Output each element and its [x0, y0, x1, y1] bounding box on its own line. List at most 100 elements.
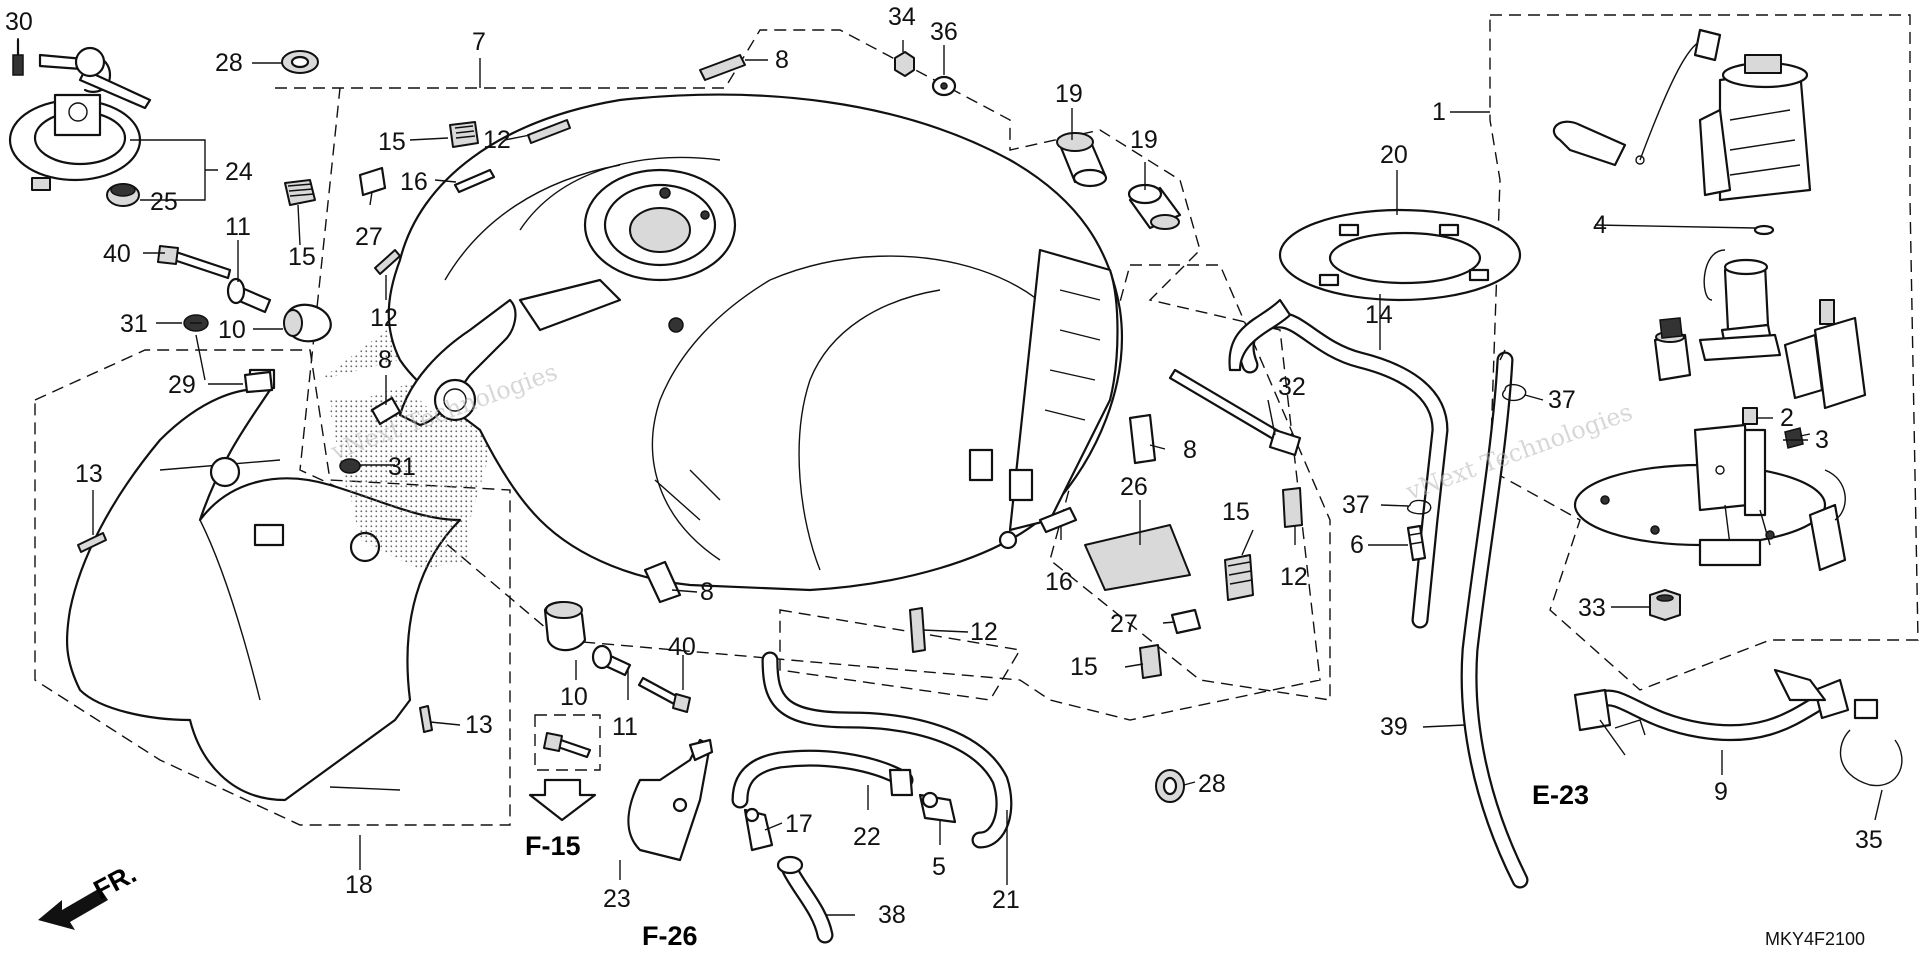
arrow-f15: [528, 778, 597, 822]
screw-31b: [339, 458, 361, 474]
key: [38, 46, 106, 78]
pad-13b: [419, 705, 433, 733]
seal-2: [1742, 407, 1758, 425]
group-outline-18: [34, 349, 511, 826]
nut-33: [1649, 589, 1681, 621]
clip-37b: [1407, 499, 1432, 515]
callout-11: 11: [612, 713, 638, 741]
screw-31a: [183, 314, 209, 332]
fitting-17: [743, 807, 774, 852]
drain-hose-39: [1460, 349, 1529, 889]
collar-11b: [591, 644, 632, 677]
callout-17: 17: [785, 810, 813, 838]
pad-29: [243, 370, 274, 394]
callout-31: 31: [388, 453, 416, 481]
pad-12c: [1282, 487, 1303, 528]
hose-22: [731, 749, 914, 809]
reference-f15: F-15: [525, 831, 581, 861]
pad-12d: [909, 607, 926, 653]
pad-15a: [449, 121, 479, 148]
bolt-f15: [543, 732, 592, 759]
callout-10: 10: [218, 316, 246, 344]
callout-32: 32: [1278, 373, 1306, 401]
group-outline-f15: [534, 714, 601, 771]
callout-19: 19: [1130, 126, 1158, 154]
group-outline-1: [1489, 14, 1919, 691]
pressure-regulator: [1653, 317, 1692, 382]
callout-33: 33: [1578, 594, 1606, 622]
reference-e23: E-23: [1532, 780, 1589, 810]
callout-3: 3: [1815, 426, 1829, 454]
callout-23: 23: [603, 885, 631, 913]
pad-15d: [1139, 644, 1162, 679]
fitting-6: [1406, 524, 1427, 562]
callout-15: 15: [288, 243, 316, 271]
callout-5: 5: [932, 853, 946, 881]
breather-hose-14: [1228, 298, 1449, 629]
callout-29: 29: [168, 371, 196, 399]
callout-30: 30: [5, 8, 33, 36]
fuel-filter: [1783, 299, 1867, 410]
callout-4: 4: [1593, 211, 1607, 239]
pad-13a: [77, 532, 107, 553]
collar-11a: [226, 277, 272, 314]
pad-8d: [643, 560, 682, 604]
pad-12b: [374, 249, 401, 275]
callout-6: 6: [1350, 531, 1364, 559]
grommet-28a: [281, 50, 319, 74]
cover-detail-dots: [330, 400, 470, 570]
group-outline-7: [275, 29, 1321, 721]
pad-12a: [527, 119, 571, 144]
gasket-20: [1278, 208, 1522, 302]
bracket-23: [627, 738, 714, 862]
callout-35: 35: [1855, 826, 1883, 854]
leader-lines: [17, 38, 1883, 916]
callout-15: 15: [378, 128, 406, 156]
pump-motor: [1698, 249, 1782, 362]
callout-7: 7: [472, 28, 486, 56]
callout-12: 12: [483, 126, 511, 154]
callout-19: 19: [1055, 80, 1083, 108]
pad-27b: [1170, 608, 1202, 635]
fuel-feed-hose-9: [1573, 668, 1850, 742]
bolt-32: [1168, 368, 1302, 457]
callout-20: 20: [1380, 141, 1408, 169]
callout-36: 36: [930, 18, 958, 46]
callout-13: 13: [75, 460, 103, 488]
pad-27a: [358, 166, 387, 197]
callout-38: 38: [878, 901, 906, 929]
callout-28: 28: [215, 49, 243, 77]
callout-14: 14: [1365, 301, 1393, 329]
pad-8a: [699, 54, 746, 81]
fuel-tank: [320, 93, 1123, 592]
callout-40: 40: [103, 240, 131, 268]
pad-8c: [1128, 413, 1157, 465]
callout-21: 21: [992, 886, 1020, 914]
callout-22: 22: [853, 823, 881, 851]
callout-18: 18: [345, 871, 373, 899]
callout-1: 1: [1432, 98, 1446, 126]
callout-40: 40: [668, 633, 696, 661]
callout-12: 12: [1280, 563, 1308, 591]
reference-f26: F-26: [642, 921, 698, 951]
bolt-40b: [637, 676, 691, 713]
callout-16: 16: [400, 168, 428, 196]
callout-28: 28: [1198, 770, 1226, 798]
front-direction-arrow: FR.: [38, 858, 141, 930]
callout-8: 8: [775, 46, 789, 74]
pad-16b: [1038, 506, 1078, 534]
callout-8: 8: [378, 346, 392, 374]
callout-8: 8: [700, 578, 714, 606]
rubber-cap-25: [106, 183, 140, 207]
callout-25: 25: [150, 188, 178, 216]
bolt-40a: [157, 245, 232, 280]
rubber-10b: [543, 601, 587, 652]
callout-37: 37: [1342, 491, 1370, 519]
callout-13: 13: [465, 711, 493, 739]
callout-11: 11: [225, 213, 251, 241]
hose-21: [761, 651, 1013, 849]
callout-15: 15: [1070, 653, 1098, 681]
callout-26: 26: [1120, 473, 1148, 501]
callout-15: 15: [1222, 498, 1250, 526]
callout-24: 24: [225, 158, 253, 186]
